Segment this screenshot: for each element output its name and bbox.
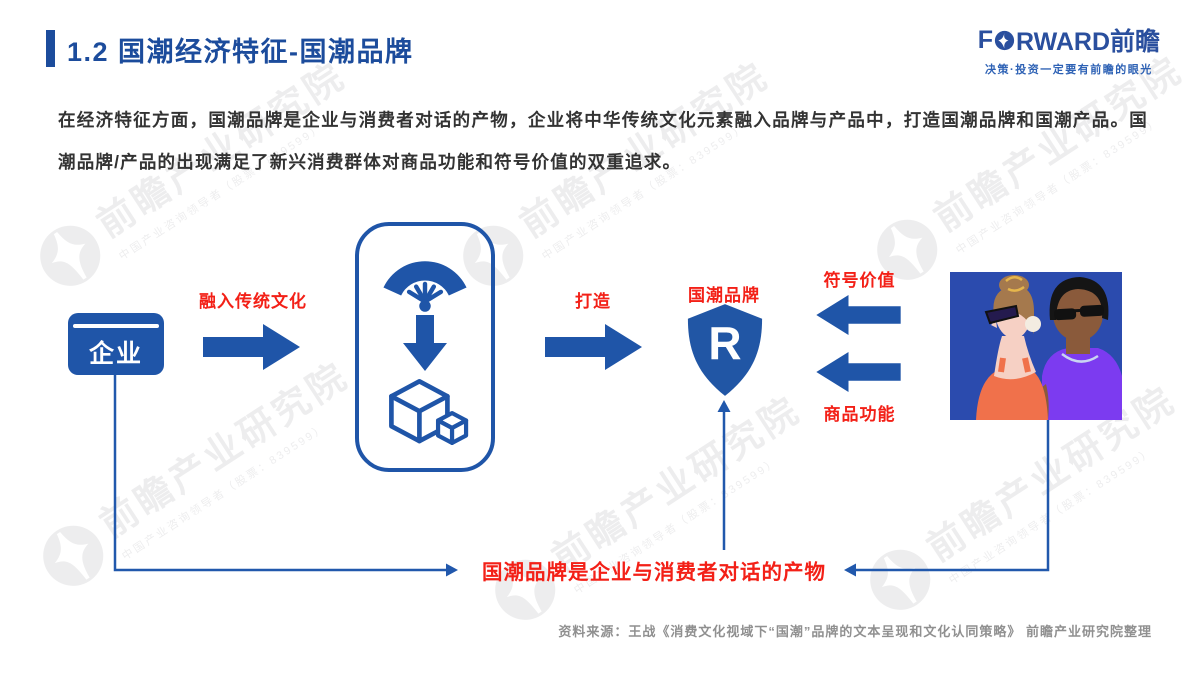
- shield-letter-r: R: [708, 317, 742, 369]
- right-arrow-icon: [545, 324, 642, 370]
- build-label: 打造: [575, 292, 611, 311]
- enterprise-label: 企业: [88, 340, 143, 368]
- page-title: 1.2 国潮经济特征-国潮品牌: [67, 37, 414, 67]
- product-cube-icon: [389, 379, 469, 446]
- title-accent-bar: [46, 30, 55, 67]
- logo-text-rest: RWARD前瞻: [1016, 28, 1160, 56]
- culture-fusion-box: [355, 222, 495, 472]
- logo-tagline: 决策·投资一定要有前瞻的眼光: [985, 64, 1153, 76]
- forward-logo: F RWARD前瞻 决策·投资一定要有前瞻的眼光: [978, 22, 1160, 77]
- conclusion-text: 国潮品牌是企业与消费者对话的产物: [482, 561, 826, 584]
- left-arrow-icon: [816, 295, 901, 335]
- intro-paragraph: 在经济特征方面，国潮品牌是企业与消费者对话的产物，企业将中华传统文化元素融入品牌…: [58, 110, 1148, 172]
- consumers-illustration: [950, 272, 1122, 420]
- symbol-value-label: 符号价值: [823, 271, 896, 290]
- watermark-logo-icon: [869, 549, 930, 610]
- enterprise-box: 企业: [68, 313, 164, 375]
- down-arrow-icon: [403, 315, 447, 371]
- forward-logo-o-icon: [994, 30, 1015, 50]
- national-brand-label: 国潮品牌: [688, 286, 760, 305]
- watermark-subtext: 中国产业咨询领导者（股票：839599）: [947, 445, 1156, 587]
- watermark-brand: 前瞻产业研究院: [92, 354, 356, 546]
- left-arrow-icon: [816, 352, 901, 392]
- shield-icon: [687, 304, 763, 396]
- watermark: 前瞻产业研究院中国产业咨询领导者（股票：839599）: [27, 346, 368, 603]
- watermark-logo-icon: [39, 225, 100, 286]
- source-note: 资料来源：王战《消费文化视域下“国潮”品牌的文本呈现和文化认同策略》 前瞻产业研…: [558, 624, 1152, 639]
- enterprise-box-stripe: [73, 324, 159, 328]
- watermark-brand: 前瞻产业研究院: [544, 388, 808, 580]
- watermark: 前瞻产业研究院中国产业咨询领导者（股票：839599）: [479, 380, 820, 637]
- watermark-subtext: 中国产业咨询领导者（股票：839599）: [120, 421, 329, 563]
- integrate-culture-label: 融入传统文化: [199, 292, 307, 311]
- brand-shield: R: [684, 302, 766, 398]
- product-function-label: 商品功能: [823, 405, 896, 424]
- right-arrow-icon: [203, 324, 300, 370]
- logo-text-f: F: [977, 25, 994, 54]
- folding-fan-icon: [383, 261, 467, 312]
- watermark-logo-icon: [42, 525, 103, 586]
